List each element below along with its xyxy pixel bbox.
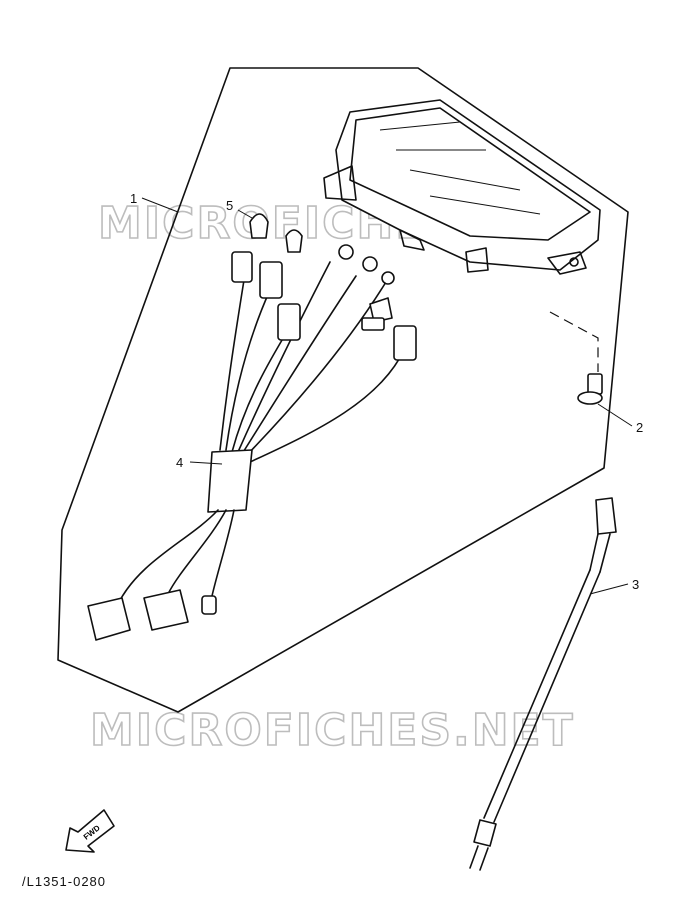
meter-housing (323, 99, 601, 275)
leader-5 (237, 209, 253, 219)
callout-5: 5 (226, 198, 233, 213)
leader-2 (597, 403, 633, 427)
diagram-part-number: /L1351-0280 (22, 874, 107, 889)
callout-2: 2 (636, 420, 643, 435)
assembly-boundary-outline (57, 67, 629, 713)
callout-1: 1 (130, 191, 137, 206)
leader-1 (141, 197, 179, 213)
front-direction-arrow-icon: FWD (65, 809, 115, 853)
speedometer-cable (469, 497, 617, 871)
callout-3: 3 (632, 577, 639, 592)
callout-4: 4 (176, 455, 183, 470)
watermark-bottom: MICROFICHES.NET (90, 705, 575, 756)
leader-4 (189, 461, 223, 465)
leader-3 (589, 583, 629, 595)
mounting-screw (549, 311, 603, 405)
wire-harness (87, 213, 417, 641)
